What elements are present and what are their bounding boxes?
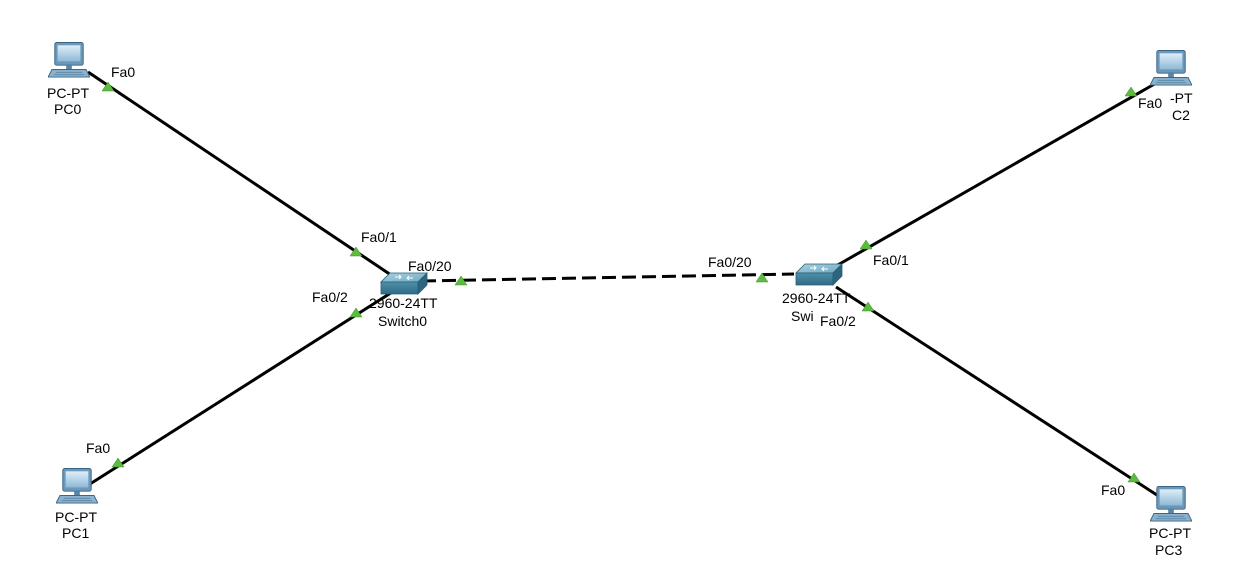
- port-status-switch1-fa0-20: [755, 272, 769, 283]
- pc-icon[interactable]: [1150, 486, 1192, 522]
- link-pc0-switch0[interactable]: [87, 70, 398, 281]
- port-status-switch1-fa0-2: [861, 301, 875, 312]
- port-status-pc2-fa0: [1124, 86, 1138, 97]
- device-model-label: 2960-24TT: [369, 295, 438, 311]
- device-switch0[interactable]: 2960-24TT Switch0: [369, 272, 438, 329]
- port-label-switch1-fa0-1: Fa0/1: [873, 252, 909, 268]
- port-indicators: [101, 81, 1141, 483]
- switch-icon[interactable]: [795, 263, 843, 286]
- device-pc2[interactable]: -PT C2: [1150, 50, 1193, 123]
- link-pc1-switch0[interactable]: [89, 287, 398, 486]
- device-name-label: Swi: [791, 308, 814, 324]
- port-label-switch1-fa0-2: Fa0/2: [820, 313, 856, 329]
- device-model-label: PC-PT: [47, 85, 89, 101]
- port-status-pc1-fa0: [111, 457, 125, 468]
- port-status-switch1-fa0-1: [859, 239, 873, 250]
- device-name-label: PC3: [1155, 542, 1182, 558]
- link-pc3-switch1[interactable]: [835, 285, 1161, 499]
- link-switch0-switch1[interactable]: [421, 272, 795, 283]
- port-label-pc0-fa0: Fa0: [111, 64, 135, 80]
- device-pc3[interactable]: PC-PT PC3: [1149, 486, 1192, 558]
- device-pc1[interactable]: PC-PT PC1: [55, 468, 98, 541]
- device-model-label: PC-PT: [55, 509, 97, 525]
- port-status-switch0-fa0-1: [349, 246, 363, 257]
- pc-icon[interactable]: [56, 468, 98, 504]
- links-layer: [87, 70, 1161, 499]
- device-model-label: -PT: [1170, 90, 1193, 106]
- switch-icon[interactable]: [380, 272, 428, 295]
- port-label-switch1-fa0-20: Fa0/20: [708, 254, 752, 270]
- link-pc2-switch1[interactable]: [835, 80, 1159, 268]
- port-status-pc3-fa0: [1127, 472, 1141, 483]
- port-label-pc1-fa0: Fa0: [86, 440, 110, 456]
- device-pc0[interactable]: PC-PT PC0: [47, 42, 90, 117]
- port-labels: Fa0 Fa0/1 Fa0 Fa0/2 Fa0/20 Fa0/20 Fa0 Fa…: [86, 64, 1162, 498]
- device-switch1[interactable]: 2960-24TT Swi: [782, 263, 851, 324]
- pc-icon[interactable]: [1150, 50, 1192, 86]
- port-label-pc2-fa0: Fa0: [1138, 95, 1162, 111]
- device-name-label: Switch0: [378, 313, 427, 329]
- port-status-pc0-fa0: [101, 81, 115, 92]
- device-model-label: PC-PT: [1149, 525, 1191, 541]
- port-label-switch0-fa0-20: Fa0/20: [408, 258, 452, 274]
- device-name-label: PC0: [54, 101, 81, 117]
- port-status-switch0-fa0-2: [349, 307, 363, 318]
- pc-icon[interactable]: [48, 42, 90, 78]
- port-status-switch0-fa0-20: [454, 275, 468, 286]
- device-model-label: 2960-24TT: [782, 290, 851, 306]
- port-label-switch0-fa0-1: Fa0/1: [361, 229, 397, 245]
- device-name-label: C2: [1172, 107, 1190, 123]
- device-name-label: PC1: [62, 525, 89, 541]
- port-label-switch0-fa0-2: Fa0/2: [312, 289, 348, 305]
- port-label-pc3-fa0: Fa0: [1101, 482, 1125, 498]
